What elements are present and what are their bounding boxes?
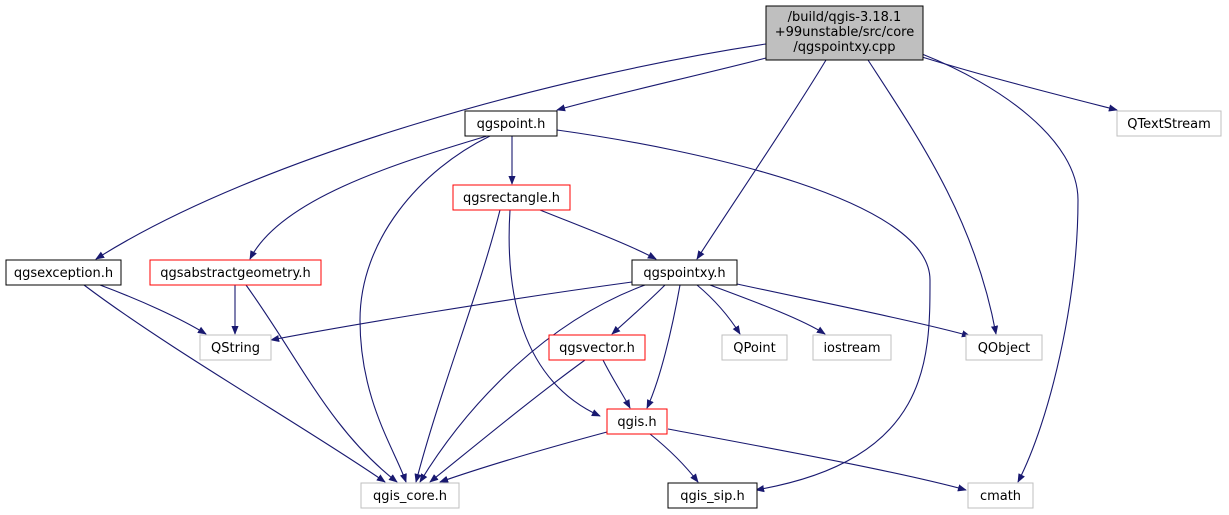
edge-qgsabstractgeometry-qgiscore	[245, 284, 398, 483]
node-iostream[interactable]: iostream	[812, 334, 892, 361]
edges	[83, 43, 1118, 493]
node-qpoint[interactable]: QPoint	[721, 334, 788, 361]
node-qtextstream[interactable]: QTextStream	[1116, 110, 1222, 137]
node-qgis-core-h[interactable]: qgis_core.h	[360, 482, 460, 509]
node-qgspoint-h-label: qgspoint.h	[477, 117, 546, 132]
edge-qgis-qgissip	[649, 433, 699, 483]
node-qgsrectangle-h[interactable]: qgsrectangle.h	[452, 184, 571, 211]
edge-qgspointxy-iostream	[709, 284, 826, 335]
node-qgsrectangle-h-label: qgsrectangle.h	[463, 191, 560, 206]
node-qgis-sip-h-label: qgis_sip.h	[680, 489, 744, 504]
edge-qgsrectangle-qgspointxy	[539, 209, 657, 260]
edge-qgsexception-qstring	[99, 284, 207, 335]
edge-root-qgspoint	[556, 57, 767, 112]
edge-qgsrectangle-qgis	[508, 209, 601, 417]
nodes: /build/qgis-3.18.1 +99unstable/src/core …	[5, 5, 1222, 509]
node-cmath[interactable]: cmath	[967, 482, 1034, 509]
edge-qgis-qgiscore	[439, 431, 608, 483]
node-root-file[interactable]: /build/qgis-3.18.1 +99unstable/src/core …	[765, 5, 924, 61]
edge-root-cmath	[921, 53, 1079, 483]
edge-qgspoint-qgissip	[556, 129, 931, 493]
edge-qgspoint-qgsabstractgeometry	[249, 135, 488, 260]
edge-qgspointxy-qgiscore	[419, 284, 646, 483]
edge-qgspointxy-qpoint	[696, 284, 741, 335]
edge-qgsexception-qgiscore	[83, 284, 386, 483]
edge-qgsvector-qgis	[602, 359, 631, 409]
node-qgsabstractgeometry-h-label: qgsabstractgeometry.h	[160, 266, 310, 281]
node-qgsexception-h[interactable]: qgsexception.h	[5, 259, 122, 286]
root-file-path-line-1: /build/qgis-3.18.1	[788, 10, 902, 25]
node-qgspointxy-h[interactable]: qgspointxy.h	[631, 259, 738, 286]
edge-qgspointxy-qobject	[736, 283, 971, 338]
node-qobject-label: QObject	[978, 341, 1031, 356]
node-qgis-h-label: qgis.h	[617, 415, 656, 430]
node-cmath-label: cmath	[980, 489, 1021, 504]
node-qpoint-label: QPoint	[733, 341, 776, 356]
edge-qgspointxy-qstring	[270, 281, 633, 343]
node-qstring[interactable]: QString	[199, 334, 272, 361]
edge-qgsvector-qgiscore	[429, 359, 586, 483]
root-file-path-line-3: /qgspointxy.cpp	[793, 40, 895, 55]
edge-root-qobject	[867, 59, 999, 335]
node-qgis-core-h-label: qgis_core.h	[373, 489, 447, 504]
node-qgsvector-h-label: qgsvector.h	[559, 341, 635, 356]
edge-qgis-cmath	[667, 428, 967, 492]
node-iostream-label: iostream	[823, 341, 880, 356]
node-qgsabstractgeometry-h[interactable]: qgsabstractgeometry.h	[149, 259, 322, 286]
edge-qgsrectangle-qgiscore	[414, 209, 501, 483]
node-qgis-sip-h[interactable]: qgis_sip.h	[667, 482, 758, 509]
edge-root-qgspointxy	[696, 59, 827, 260]
node-qobject[interactable]: QObject	[965, 334, 1043, 361]
node-qgsvector-h[interactable]: qgsvector.h	[548, 334, 646, 361]
node-qtextstream-label: QTextStream	[1127, 117, 1211, 132]
edge-qgspointxy-qgis	[646, 284, 681, 409]
node-qgspoint-h[interactable]: qgspoint.h	[464, 110, 558, 137]
node-qgsexception-h-label: qgsexception.h	[14, 266, 113, 281]
edge-qgspointxy-qgsvector	[611, 284, 666, 335]
node-qstring-label: QString	[211, 341, 260, 356]
root-file-path-line-2: +99unstable/src/core	[775, 25, 915, 40]
node-qgspointxy-h-label: qgspointxy.h	[643, 266, 725, 281]
edge-qgspoint-qgiscore	[359, 135, 491, 483]
edge-root-qtextstream	[921, 56, 1118, 112]
edge-root-qgsexception	[95, 43, 767, 260]
node-qgis-h[interactable]: qgis.h	[606, 408, 668, 435]
